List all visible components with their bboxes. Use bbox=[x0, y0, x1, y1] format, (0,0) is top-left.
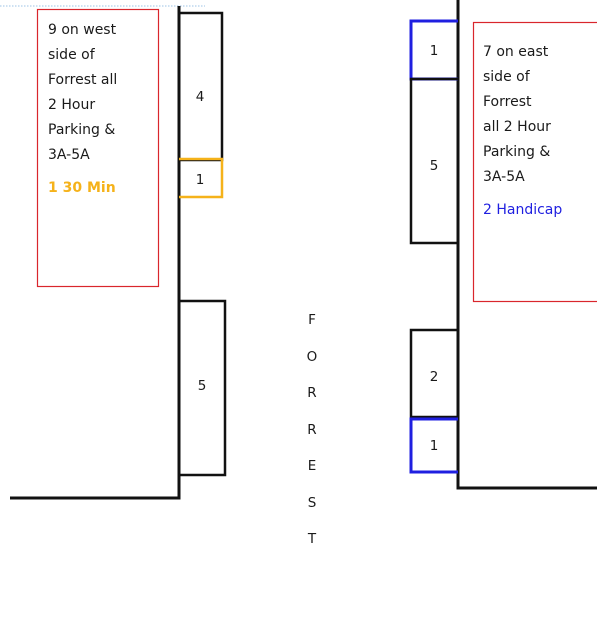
west-note-line: Parking & bbox=[48, 122, 116, 138]
east-stall-handicap-bottom-label: 1 bbox=[430, 438, 439, 454]
street-letter: T bbox=[307, 531, 317, 547]
east-stall-handicap-bottom: 1 bbox=[409, 417, 458, 474]
west-stall-5-label: 5 bbox=[198, 378, 207, 394]
west-note-line: Forrest all bbox=[48, 72, 118, 88]
east-stall-handicap-top: 1 bbox=[409, 19, 458, 81]
east-note-line: 3A-5A bbox=[483, 169, 525, 185]
east-stall-handicap-top-label: 1 bbox=[430, 43, 439, 59]
street-letter: E bbox=[307, 458, 317, 474]
west-stall-5: 5 bbox=[179, 299, 227, 477]
street-letter: R bbox=[307, 421, 317, 438]
east-note-line: Forrest bbox=[483, 94, 532, 110]
east-note-line: all 2 Hour bbox=[483, 119, 551, 135]
west-note-line: 9 on west bbox=[48, 22, 117, 38]
east-note-line: Parking & bbox=[483, 144, 551, 160]
east-note-border bbox=[472, 21, 597, 303]
east-note: 7 on east side of Forrest all 2 Hour Par… bbox=[483, 40, 597, 223]
east-note-accent: 2 Handicap bbox=[483, 202, 563, 218]
west-note-line: 2 Hour bbox=[48, 97, 96, 113]
west-stall-4-label: 4 bbox=[196, 89, 205, 105]
west-stall-30min-label: 1 bbox=[196, 172, 205, 188]
east-curb-line bbox=[456, 0, 597, 490]
east-stall-5: 5 bbox=[409, 77, 458, 245]
street-letter: R bbox=[307, 385, 317, 401]
west-curb-line bbox=[10, 6, 181, 500]
street-letter: O bbox=[306, 348, 318, 365]
west-note-line: 3A-5A bbox=[48, 147, 90, 163]
west-note-border bbox=[36, 8, 160, 288]
street-name: F O R R E S T bbox=[297, 302, 327, 558]
east-stall-5-label: 5 bbox=[430, 158, 439, 174]
west-note: 9 on west side of Forrest all 2 Hour Par… bbox=[48, 18, 156, 201]
east-stall-2: 2 bbox=[409, 328, 458, 419]
street-letter: S bbox=[307, 494, 317, 511]
west-stall-30min: 1 bbox=[179, 157, 224, 199]
west-note-line: side of bbox=[48, 47, 95, 63]
east-note-line: 7 on east bbox=[483, 44, 549, 60]
west-stall-4: 4 bbox=[179, 11, 224, 162]
west-note-accent: 1 30 Min bbox=[48, 180, 116, 196]
street-letter: F bbox=[308, 312, 316, 328]
east-note-line: side of bbox=[483, 69, 530, 85]
east-stall-2-label: 2 bbox=[430, 369, 439, 385]
